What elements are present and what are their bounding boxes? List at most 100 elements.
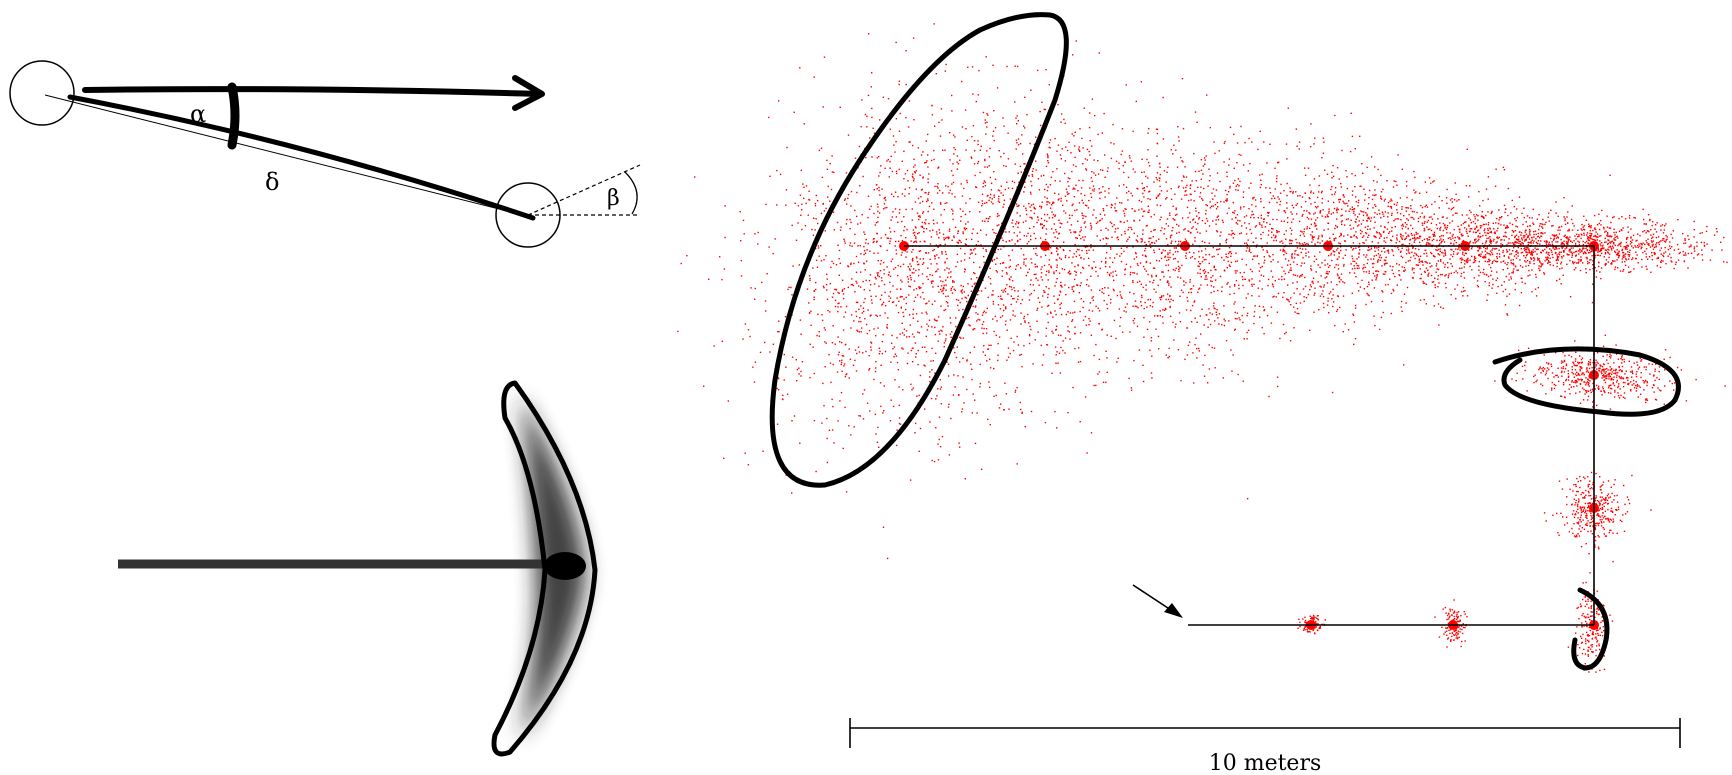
particle-dot xyxy=(1526,259,1529,262)
particle-dot xyxy=(1319,212,1321,214)
particle-dot xyxy=(1410,216,1412,219)
particle-dot xyxy=(1456,253,1458,255)
particle-dot xyxy=(879,263,882,265)
particle-dot xyxy=(1392,186,1395,188)
particle-dot xyxy=(1225,253,1227,255)
particle-dot xyxy=(1387,205,1389,207)
particle-dot xyxy=(1009,265,1011,268)
particle-dot xyxy=(992,242,994,244)
particle-dot xyxy=(877,259,879,262)
particle-dot xyxy=(973,140,976,142)
particle-dot xyxy=(1169,212,1171,214)
particle-dot xyxy=(1109,302,1112,304)
particle-dot xyxy=(1152,236,1154,238)
particle-dot xyxy=(1217,215,1220,217)
particle-dot xyxy=(1396,209,1398,211)
particle-dot xyxy=(970,363,972,365)
particle-dot xyxy=(936,254,938,256)
particle-dot xyxy=(1190,231,1192,234)
particle-dot xyxy=(1339,243,1341,245)
particle-dot xyxy=(844,375,847,378)
particle-dot xyxy=(1359,185,1361,187)
particle-dot xyxy=(1589,232,1591,235)
particle-dot xyxy=(1066,193,1069,195)
particle-dot xyxy=(1495,217,1498,220)
particle-dot xyxy=(938,121,940,124)
particle-dot xyxy=(1022,221,1025,223)
particle-dot xyxy=(870,341,872,343)
particle-dot xyxy=(912,232,915,234)
particle-dot xyxy=(1031,173,1033,176)
particle-dot xyxy=(977,143,979,146)
particle-dot xyxy=(1069,229,1071,231)
particle-dot xyxy=(1367,207,1369,210)
particle-dot xyxy=(962,210,964,212)
particle-dot xyxy=(1165,223,1167,225)
particle-dot xyxy=(1127,199,1129,201)
particle-dot xyxy=(1062,349,1064,352)
particle-dot xyxy=(1228,264,1231,266)
particle-dot xyxy=(1011,219,1014,221)
particle-dot xyxy=(1091,297,1093,299)
particle-dot xyxy=(925,228,928,230)
particle-dot xyxy=(963,271,966,273)
particle-dot xyxy=(937,459,940,461)
particle-dot xyxy=(992,300,994,303)
particle-dot xyxy=(906,228,908,231)
particle-dot xyxy=(1119,316,1122,319)
particle-dot xyxy=(1484,228,1486,230)
particle-dot xyxy=(1049,147,1051,149)
particle-dot xyxy=(1487,176,1490,178)
particle-dot xyxy=(875,335,877,337)
particle-dot xyxy=(1350,228,1352,230)
particle-dot xyxy=(1376,213,1378,215)
particle-dot xyxy=(1090,275,1092,277)
particle-dot xyxy=(788,286,790,288)
particle-dot xyxy=(1432,238,1435,240)
particle-dot xyxy=(1145,255,1147,258)
particle-dot xyxy=(1460,259,1463,261)
particle-dot xyxy=(1110,222,1113,225)
particle-dot xyxy=(1059,290,1061,292)
particle-dot xyxy=(1064,122,1066,125)
particle-dot xyxy=(1413,255,1415,257)
particle-dot xyxy=(1451,201,1453,203)
particle-dot xyxy=(1302,288,1305,290)
particle-dot xyxy=(1381,300,1384,303)
particle-dot xyxy=(880,277,883,279)
particle-dot xyxy=(1384,273,1386,275)
particle-dot xyxy=(909,269,911,271)
particle-dot xyxy=(1023,254,1025,256)
particle-dot xyxy=(1206,204,1208,207)
particle-dot xyxy=(911,259,914,261)
particle-dot xyxy=(1393,220,1395,222)
particle-dot xyxy=(1217,289,1219,292)
particle-dot xyxy=(1436,227,1438,230)
particle-dot xyxy=(1251,270,1253,273)
particle-dot xyxy=(1201,198,1203,200)
particle-dot xyxy=(1132,272,1134,274)
particle-dot xyxy=(1090,432,1093,434)
particle-dot xyxy=(1336,226,1338,228)
particle-dot xyxy=(1169,249,1171,252)
particle-dot xyxy=(1096,235,1098,237)
particle-dot xyxy=(1432,254,1435,257)
particle-dot xyxy=(901,160,903,162)
particle-dot xyxy=(1046,201,1048,203)
particle-dot xyxy=(1133,359,1135,362)
particle-dot xyxy=(1497,227,1499,230)
particle-dot xyxy=(830,266,832,269)
particle-dot xyxy=(1303,228,1306,230)
particle-dot xyxy=(1083,258,1085,260)
particle-dot xyxy=(1142,187,1144,190)
particle-dot xyxy=(1053,223,1055,225)
particle-dot xyxy=(1157,335,1160,338)
particle-dot xyxy=(1198,256,1201,258)
particle-dot xyxy=(1361,163,1363,165)
particle-dot xyxy=(1013,341,1015,343)
particle-dot xyxy=(1142,254,1144,256)
particle-dot xyxy=(974,328,976,330)
particle-dot xyxy=(966,359,968,361)
particle-dot xyxy=(1455,270,1457,272)
particle-dot xyxy=(1228,251,1231,253)
